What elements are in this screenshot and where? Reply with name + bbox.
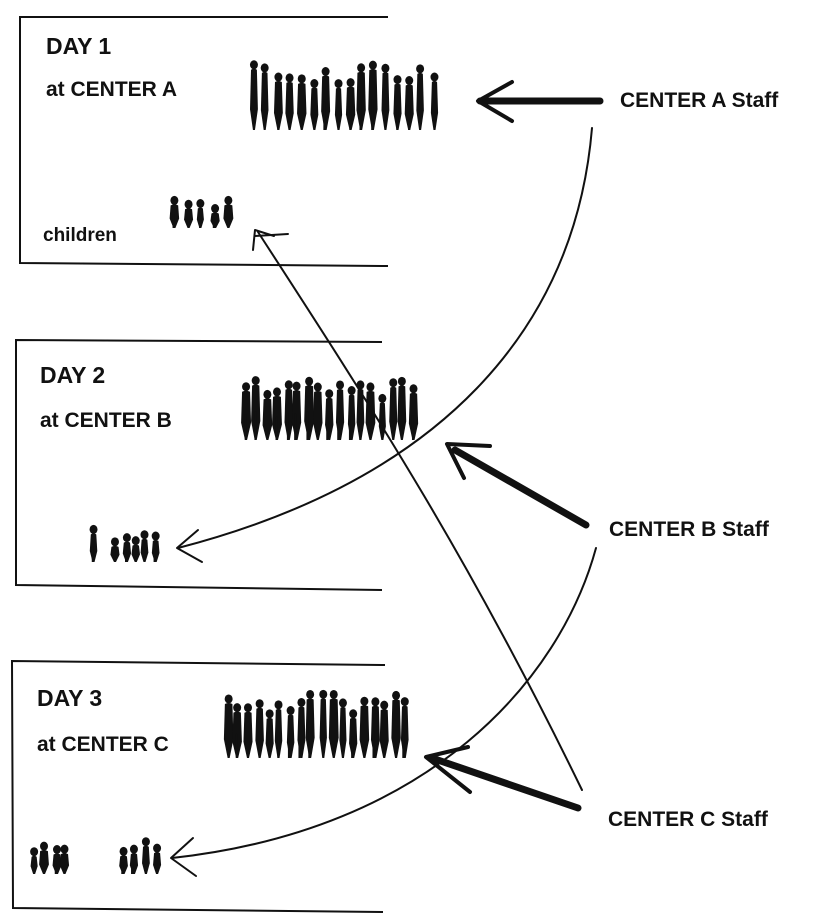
center-a-staff-label: CENTER A Staff xyxy=(620,89,779,112)
person-figure xyxy=(251,376,261,440)
person-figure xyxy=(274,700,283,758)
person-figure xyxy=(430,72,439,130)
person-figure xyxy=(400,697,409,758)
day3-children-figures xyxy=(30,837,162,874)
person-figure xyxy=(262,389,273,440)
center-b-staff-label: CENTER B Staff xyxy=(609,518,769,541)
person-figure xyxy=(328,689,339,758)
person-figure xyxy=(393,75,402,130)
person-figure xyxy=(321,66,331,130)
person-figure xyxy=(285,73,294,130)
person-figure xyxy=(223,694,234,758)
person-figure xyxy=(122,533,132,562)
person-figure xyxy=(416,64,425,130)
person-figure xyxy=(30,847,39,874)
person-figure xyxy=(169,195,180,228)
person-figure xyxy=(356,63,366,130)
person-figure xyxy=(59,844,70,874)
person-figure xyxy=(265,709,274,758)
person-figure xyxy=(153,843,162,874)
person-figure xyxy=(52,845,62,874)
person-figure xyxy=(368,60,378,130)
person-figure xyxy=(349,709,358,758)
person-figure xyxy=(151,531,160,562)
person-figure xyxy=(347,386,356,440)
person-figure xyxy=(249,60,258,130)
person-figure xyxy=(140,530,149,562)
center-c-staff-to-day1-children-arrow xyxy=(252,229,583,791)
center-c-staff-label: CENTER C Staff xyxy=(608,808,768,831)
person-figure xyxy=(286,706,295,758)
person-figure xyxy=(404,76,414,130)
day3-panel-border xyxy=(10,659,386,913)
person-figure xyxy=(359,696,370,758)
person-figure xyxy=(310,79,319,130)
person-figure xyxy=(119,846,128,874)
day2-children-figures xyxy=(89,524,160,562)
day3-center-label: at CENTER C xyxy=(37,733,169,756)
person-figure xyxy=(297,697,306,758)
day1-children-label: children xyxy=(43,225,117,246)
person-figure xyxy=(370,697,380,758)
person-figure xyxy=(110,537,120,562)
day2-label: DAY 2 xyxy=(40,362,106,388)
person-figure xyxy=(39,841,49,874)
person-figure xyxy=(260,63,269,130)
children-marker-line xyxy=(254,233,289,237)
person-figure xyxy=(255,699,264,758)
person-figure xyxy=(273,72,283,130)
person-figure xyxy=(196,199,205,228)
person-figure xyxy=(223,195,234,228)
person-figure xyxy=(304,376,315,440)
day1-label: DAY 1 xyxy=(46,33,112,59)
center-b-staff-to-day3-children-arrow xyxy=(170,547,597,877)
day2-adults-figures xyxy=(241,376,419,440)
center-c-staff-arrow xyxy=(424,745,582,812)
day2-center-label: at CENTER B xyxy=(40,409,172,432)
person-figure xyxy=(408,384,419,440)
person-figure xyxy=(338,698,347,758)
center-b-staff-arrow xyxy=(445,442,590,529)
day1-children-figures xyxy=(169,195,234,228)
day1-adults-figures xyxy=(249,60,439,130)
person-figure xyxy=(129,844,139,874)
person-figure xyxy=(313,382,323,440)
person-figure xyxy=(131,536,140,562)
person-figure xyxy=(325,389,334,440)
person-figure xyxy=(335,380,345,440)
day1-panel-border xyxy=(19,16,389,267)
person-figure xyxy=(272,387,282,440)
day3-adults-figures xyxy=(223,689,409,758)
person-figure xyxy=(291,381,302,440)
day2-panel-border xyxy=(15,338,383,591)
center-a-staff-to-day2-children-arrow xyxy=(176,127,593,563)
person-figure xyxy=(305,689,315,758)
person-figure xyxy=(243,703,253,758)
person-figure xyxy=(232,703,242,758)
person-figure xyxy=(345,78,356,130)
person-figure xyxy=(334,79,343,130)
person-figure xyxy=(389,378,398,440)
person-figure xyxy=(379,700,389,758)
person-figure xyxy=(397,376,407,440)
person-figure xyxy=(284,380,294,440)
person-figure xyxy=(391,690,401,758)
person-figure xyxy=(241,382,252,440)
person-figure xyxy=(141,837,150,874)
center-a-staff-arrow xyxy=(476,80,604,123)
person-figure xyxy=(184,199,194,228)
person-figure xyxy=(89,524,98,562)
person-figure xyxy=(381,63,390,130)
person-figure xyxy=(297,74,307,130)
person-figure xyxy=(365,382,376,440)
day3-label: DAY 3 xyxy=(37,685,103,711)
day1-center-label: at CENTER A xyxy=(46,78,178,101)
person-figure xyxy=(319,689,328,758)
person-figure xyxy=(210,204,220,228)
